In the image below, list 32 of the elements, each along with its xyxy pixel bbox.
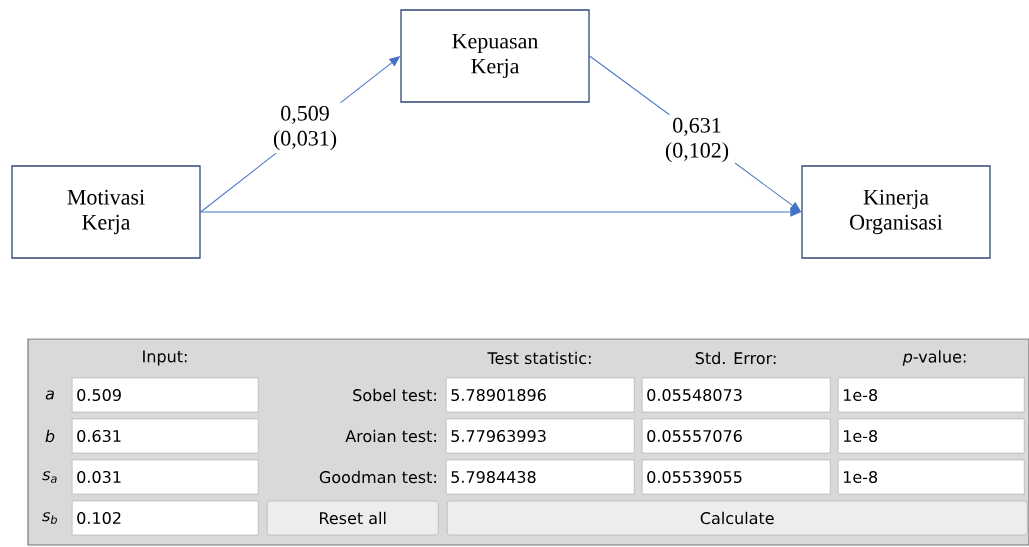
row-label: s$_{b}$ (42, 512, 57, 524)
text-box: Motivasi Kerja (11, 165, 201, 259)
button: Calculate (447, 500, 1028, 536)
column-header: Input: (143, 350, 187, 366)
column-header: Std. Error: (695, 351, 776, 365)
input-field: 0.631 (72, 418, 259, 454)
row-label: a (45, 390, 54, 400)
input-field: 0.05557076 (642, 418, 831, 454)
input-field: 5.77963993 (446, 418, 635, 454)
input-field: 0.102 (72, 500, 259, 536)
column-header: p-value: (902, 350, 966, 366)
input-field: 0.031 (72, 459, 259, 495)
input-field: 5.78901896 (446, 377, 635, 413)
arrow (200, 207, 801, 217)
row-label: s$_{a}$ (42, 471, 57, 483)
row-label: b (45, 429, 55, 443)
edge-label: 0,509 (0,031) (267, 102, 343, 154)
test-label: Aroian test: (345, 429, 436, 443)
text-box: Kinerja Organisasi (801, 165, 991, 259)
input-field: 0.509 (72, 377, 259, 413)
input-field: 1e-8 (838, 377, 1025, 413)
input-field: 0.05548073 (642, 377, 831, 413)
column-header: Test statistic: (487, 351, 591, 365)
input-field: 1e-8 (838, 418, 1025, 454)
edge-label: 0,631 (0,102) (659, 114, 735, 166)
test-label: Sobel test: (353, 388, 436, 402)
text-box: Kepuasan Kerja (400, 9, 590, 103)
input-field: 1e-8 (838, 459, 1025, 495)
input-field: 0.05539055 (642, 459, 831, 495)
input-field: 5.7984438 (446, 459, 635, 495)
test-label: Goodman test: (319, 470, 436, 484)
button: Reset all (267, 500, 439, 536)
